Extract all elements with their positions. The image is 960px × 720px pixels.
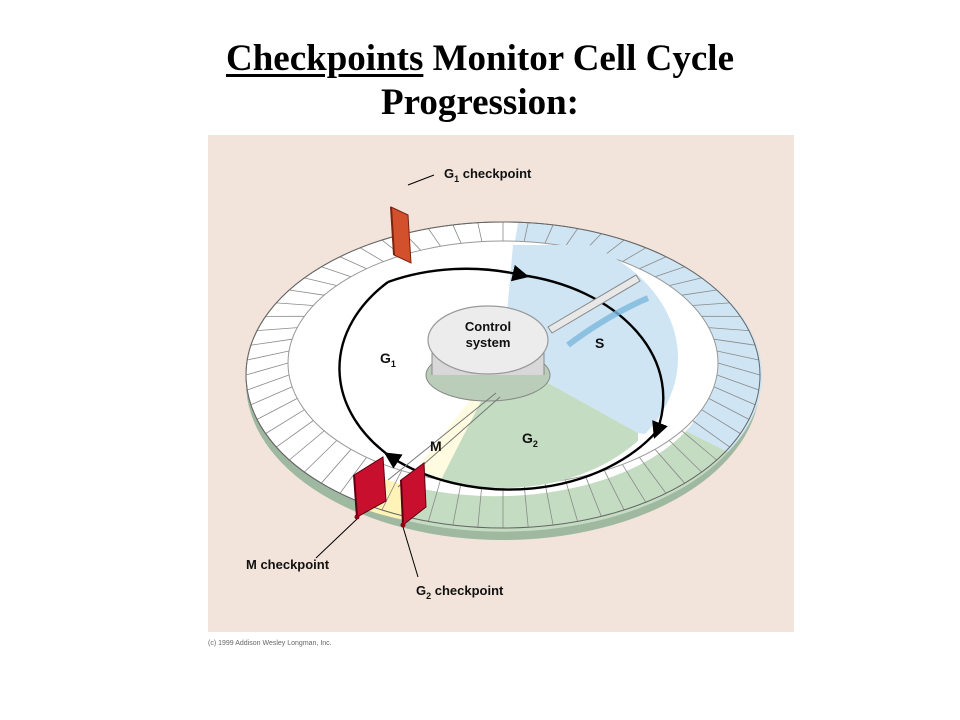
arrow-g1-to-s	[387, 264, 530, 284]
ring-segment-tick	[639, 457, 667, 494]
ring-segment-tick	[654, 266, 685, 278]
ring-segment-tick	[428, 228, 441, 247]
ring-segment-tick	[452, 224, 462, 244]
g2-checkpoint-leader	[402, 526, 419, 578]
control-system-line2: system	[466, 335, 511, 350]
ring-segment-tick	[247, 350, 290, 361]
cell-cycle-diagram: G1 checkpoint Control system G1 S G2 M M…	[208, 135, 794, 632]
control-dial-pointer	[547, 274, 641, 334]
ring-segment-tick	[716, 350, 759, 361]
title-rest: Monitor Cell Cycle	[423, 38, 735, 79]
ring-segment-tick	[622, 464, 647, 503]
ring-segment-tick	[544, 224, 554, 244]
control-system-disc	[427, 305, 549, 375]
ring-segment-tick	[250, 386, 293, 406]
ring-segment-tick	[247, 374, 290, 391]
copyright-notice: (c) 1999 Addison Wesley Longman, Inc.	[208, 640, 332, 647]
ring-segment-tick	[452, 482, 462, 526]
ring-segment-tick	[565, 228, 578, 247]
ring-segment-tick	[708, 327, 749, 331]
ring-segments	[245, 222, 761, 528]
ring-segment-tick	[713, 386, 756, 406]
m-checkpoint-label: M checkpoint	[246, 557, 330, 572]
ring-segment-tick	[477, 222, 483, 242]
arrow-s-to-g2	[520, 273, 668, 439]
ring-segment-tick	[250, 338, 293, 346]
ring-segment-tick	[654, 449, 686, 484]
ring-segment-tick	[359, 247, 384, 262]
ring-segment-tick	[381, 470, 402, 511]
ring-segment-tick	[681, 430, 717, 461]
ring-segment-tick	[339, 256, 367, 270]
ring-segment-tick	[668, 440, 702, 473]
ring-segment-tick	[257, 327, 298, 331]
ring-segment-tick	[713, 338, 756, 346]
ring-segment-tick	[717, 362, 761, 376]
ring-segment-tick	[604, 239, 625, 256]
ring-segment-tick	[304, 440, 338, 473]
ring-segment-tick	[276, 420, 314, 448]
ring-segment-tick	[701, 409, 741, 434]
ring-segment-tick	[639, 256, 667, 270]
s-phase-label: S	[595, 335, 604, 351]
ring-segment-tick	[289, 289, 325, 296]
control-system-line1: Control	[465, 319, 511, 334]
cell-cycle-svg: G1 checkpoint Control system G1 S G2 M M…	[208, 135, 794, 632]
ring-segment-tick	[276, 302, 314, 306]
ring-segment-tick	[669, 277, 702, 286]
ring-s-region	[513, 223, 763, 452]
ring-segment-tick	[565, 479, 578, 522]
ring-segment-tick	[289, 430, 325, 461]
ring-segment-tick	[256, 398, 298, 420]
ring-g2-region	[408, 431, 728, 532]
ring-segment-tick	[692, 420, 730, 448]
ring-segment-tick	[523, 222, 529, 242]
ring-segment-tick	[692, 302, 730, 306]
ring-segment-tick	[321, 266, 352, 278]
ring-segment-tick	[304, 277, 337, 286]
ring-segment-tick	[265, 409, 305, 434]
m-phase-label: M	[430, 438, 442, 454]
ring-segment-tick	[428, 479, 441, 522]
g1-checkpoint-label: G1 checkpoint	[444, 166, 532, 184]
ring-segment-tick	[584, 475, 602, 517]
g1-checkpoint-leader	[407, 174, 435, 186]
ring-segment-tick	[622, 247, 647, 262]
m-checkpoint-leader	[315, 518, 358, 559]
ring-segment-tick	[477, 484, 483, 528]
g1-phase-label: G1	[380, 350, 396, 369]
ring-segment-tick	[708, 398, 750, 420]
arrow-g2-to-m	[383, 430, 658, 491]
page-title-line-1: Checkpoints Monitor Cell Cycle	[0, 38, 960, 80]
ring-segment-tick	[604, 470, 625, 511]
g2-phase-label: G2	[522, 430, 538, 449]
page-title-line-2: Progression:	[380, 82, 579, 123]
title-highlight: Checkpoints	[225, 38, 424, 79]
ring-segment-tick	[320, 449, 352, 484]
m-phase-boundary	[387, 392, 497, 481]
ring-segment-tick	[681, 289, 717, 296]
g2-phase-wedge	[428, 358, 638, 488]
ring-segment-tick	[523, 484, 529, 528]
ring-segment-tick	[245, 362, 289, 376]
ring-segment-tick	[544, 482, 554, 526]
g2-checkpoint-label: G2 checkpoint	[416, 583, 504, 601]
arrow-m-to-g1	[338, 281, 392, 458]
ring-segment-tick	[716, 374, 759, 391]
